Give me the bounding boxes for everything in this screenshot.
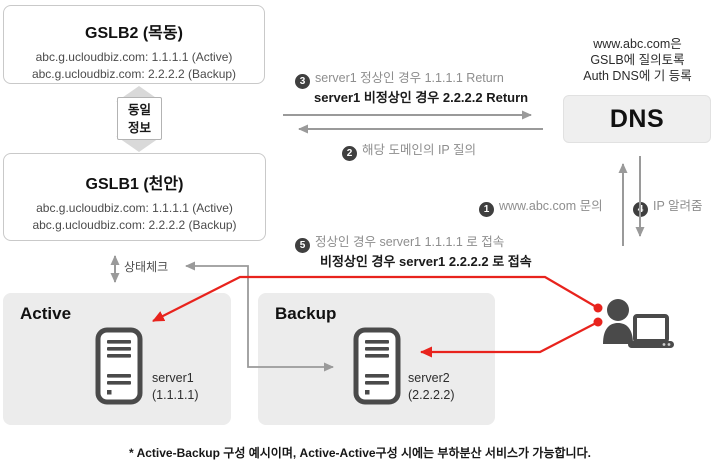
dns-box: DNS	[563, 95, 711, 143]
server2-icon	[353, 327, 401, 405]
server2-label: server2 (2.2.2.2)	[408, 370, 455, 404]
gslb1-record-active: abc.g.ucloudbiz.com: 1.1.1.1 (Active)	[36, 201, 233, 215]
active-zone-title: Active	[20, 304, 72, 323]
sync-info-line1: 동일	[127, 102, 151, 117]
step5-label: 5 정상인 경우 server1 1.1.1.1 로 접속 비정상인 경우 ser…	[295, 234, 532, 270]
step2-badge: 2	[342, 146, 357, 161]
step5-line1: 정상인 경우 server1 1.1.1.1 로 접속	[315, 235, 505, 249]
step3-badge: 3	[295, 74, 310, 89]
sync-info-label: 동일 정보	[117, 97, 162, 140]
sync-info-line2: 정보	[127, 120, 151, 135]
server1-label: server1 (1.1.1.1)	[152, 370, 199, 404]
server1-icon	[95, 327, 143, 405]
gslb1-record-backup: abc.g.ucloudbiz.com: 2.2.2.2 (Backup)	[32, 218, 237, 232]
footnote: * Active-Backup 구성 예시이며, Active-Active구성…	[129, 446, 591, 460]
gslb1-box: GSLB1 (천안) abc.g.ucloudbiz.com: 1.1.1.1 …	[3, 153, 266, 241]
dns-note-line3: Auth DNS에 기 등록	[583, 69, 692, 83]
server2-name: server2	[408, 371, 450, 385]
health-check-label: 상태체크	[124, 260, 169, 274]
active-zone: Active server1 (1.1.1.1)	[3, 293, 231, 425]
server2-ip: (2.2.2.2)	[408, 388, 455, 402]
backup-zone: Backup server2 (2.2.2.2)	[258, 293, 495, 425]
gslb2-record-backup: abc.g.ucloudbiz.com: 2.2.2.2 (Backup)	[31, 67, 237, 81]
gslb2-box: GSLB2 (목동) abc.g.ucloudbiz.com: 1.1.1.1 …	[3, 5, 265, 84]
step5-line2: 비정상인 경우 server1 2.2.2.2 로 접속	[320, 254, 532, 269]
step3-line1: server1 정상인 경우 1.1.1.1 Return	[315, 71, 504, 85]
step3-label: 3 server1 정상인 경우 1.1.1.1 Return server1 비…	[295, 70, 528, 106]
step2-text: 해당 도메인의 IP 질의	[362, 143, 477, 157]
dns-note-line1: www.abc.com은	[593, 37, 682, 51]
step3-line2: server1 비정상인 경우 2.2.2.2 Return	[314, 90, 529, 105]
gslb1-title: GSLB1 (천안)	[85, 176, 184, 193]
step4-label: 4 IP 알려줌	[633, 195, 703, 217]
backup-zone-title: Backup	[275, 304, 337, 323]
step4-text: IP 알려줌	[653, 199, 703, 213]
dns-note: www.abc.com은 GSLB에 질의토록 Auth DNS에 기 등록	[545, 36, 720, 84]
step1-text: www.abc.com 문의	[499, 199, 603, 213]
step4-badge: 4	[633, 202, 648, 217]
server1-ip: (1.1.1.1)	[152, 388, 199, 402]
dns-note-line2: GSLB에 질의토록	[590, 53, 685, 67]
step2-label: 2 해당 도메인의 IP 질의	[342, 139, 476, 161]
step1-badge: 1	[479, 202, 494, 217]
dns-label: DNS	[609, 104, 665, 133]
user-laptop-icon	[603, 299, 674, 348]
server1-name: server1	[152, 371, 194, 385]
gslb2-title: GSLB2 (목동)	[85, 25, 183, 42]
step5-badge: 5	[295, 238, 310, 253]
gslb2-record-active: abc.g.ucloudbiz.com: 1.1.1.1 (Active)	[35, 50, 233, 64]
step1-label: 1 www.abc.com 문의	[479, 195, 603, 217]
